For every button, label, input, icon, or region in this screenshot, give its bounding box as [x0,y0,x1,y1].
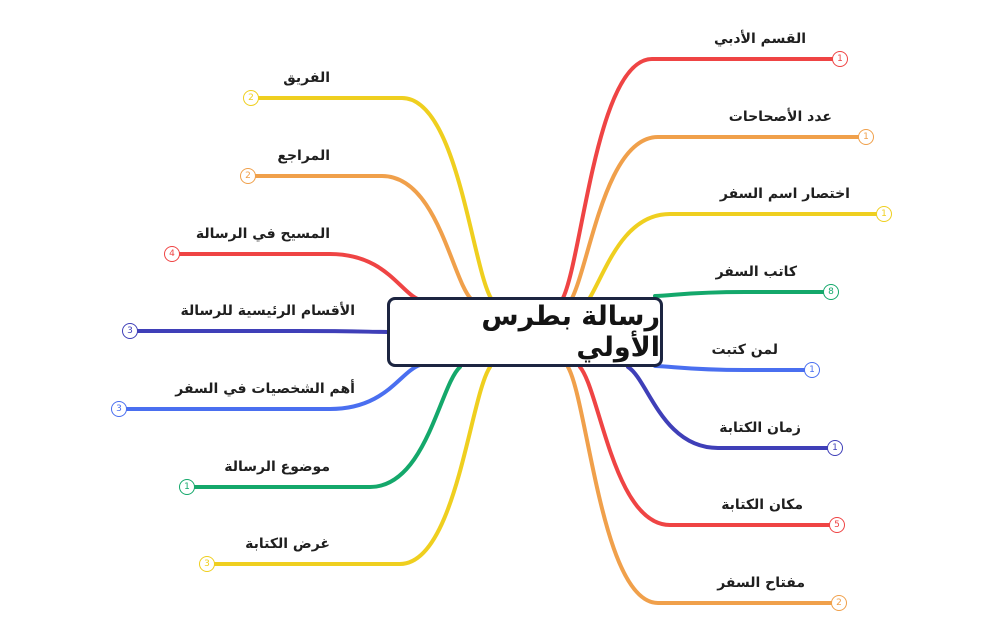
right-branch-count-badge-5[interactable]: 1 [827,440,843,456]
right-branch-connector-4 [653,364,807,372]
right-branch-count-badge-4[interactable]: 1 [804,362,820,378]
left-branch-label-6[interactable]: غرض الكتابة [245,536,330,552]
right-branch-count-badge-7[interactable]: 2 [831,595,847,611]
right-branch-count-badge-6[interactable]: 5 [829,517,845,533]
right-branch-label-7[interactable]: مفتاح السفر [717,575,805,591]
left-branch-label-3[interactable]: الأقسام الرئيسية للرسالة [180,303,355,319]
right-branch-label-4[interactable]: لمن كتبت [711,342,778,358]
central-topic-label: رسالة بطرس الأولي [481,301,660,363]
left-branch-connector-0 [256,96,494,302]
left-branch-label-2[interactable]: المسيح في الرسالة [195,226,330,242]
right-branch-label-6[interactable]: مكان الكتابة [721,497,803,513]
left-branch-connector-2 [177,252,422,302]
right-branch-connector-3 [653,290,826,298]
right-branch-label-2[interactable]: اختصار اسم السفر [719,186,850,202]
left-branch-connector-6 [212,365,492,566]
right-branch-connector-1 [566,135,861,307]
right-branch-connector-0 [560,57,835,302]
right-branch-connector-6 [578,365,832,527]
left-branch-label-1[interactable]: المراجع [277,148,330,164]
right-branch-count-badge-1[interactable]: 1 [858,129,874,145]
right-branch-connector-5 [626,365,830,450]
right-branch-label-0[interactable]: القسم الأدبي [713,31,806,47]
right-branch-label-1[interactable]: عدد الأصحاحات [728,109,832,125]
left-branch-count-badge-1[interactable]: 2 [240,168,256,184]
left-branch-label-0[interactable]: الفريق [283,70,330,86]
left-branch-count-badge-0[interactable]: 2 [243,90,259,106]
right-branch-count-badge-0[interactable]: 1 [832,51,848,67]
right-branch-count-badge-2[interactable]: 1 [876,206,892,222]
right-branch-count-badge-3[interactable]: 8 [823,284,839,300]
left-branch-count-badge-6[interactable]: 3 [199,556,215,572]
left-branch-label-4[interactable]: أهم الشخصيات في السفر [175,381,355,397]
left-branch-count-badge-4[interactable]: 3 [111,401,127,417]
left-branch-count-badge-2[interactable]: 4 [164,246,180,262]
central-topic[interactable]: رسالة بطرس الأولي [387,297,663,367]
left-branch-connector-1 [253,174,474,302]
right-branch-connector-7 [566,365,834,605]
left-branch-connector-5 [192,365,462,489]
left-branch-connector-3 [135,329,390,334]
right-branch-label-5[interactable]: زمان الكتابة [719,420,801,436]
right-branch-label-3[interactable]: كاتب السفر [715,264,797,280]
left-branch-label-5[interactable]: موضوع الرسالة [224,459,330,475]
left-branch-count-badge-5[interactable]: 1 [179,479,195,495]
left-branch-connector-4 [124,363,422,411]
left-branch-count-badge-3[interactable]: 3 [122,323,138,339]
